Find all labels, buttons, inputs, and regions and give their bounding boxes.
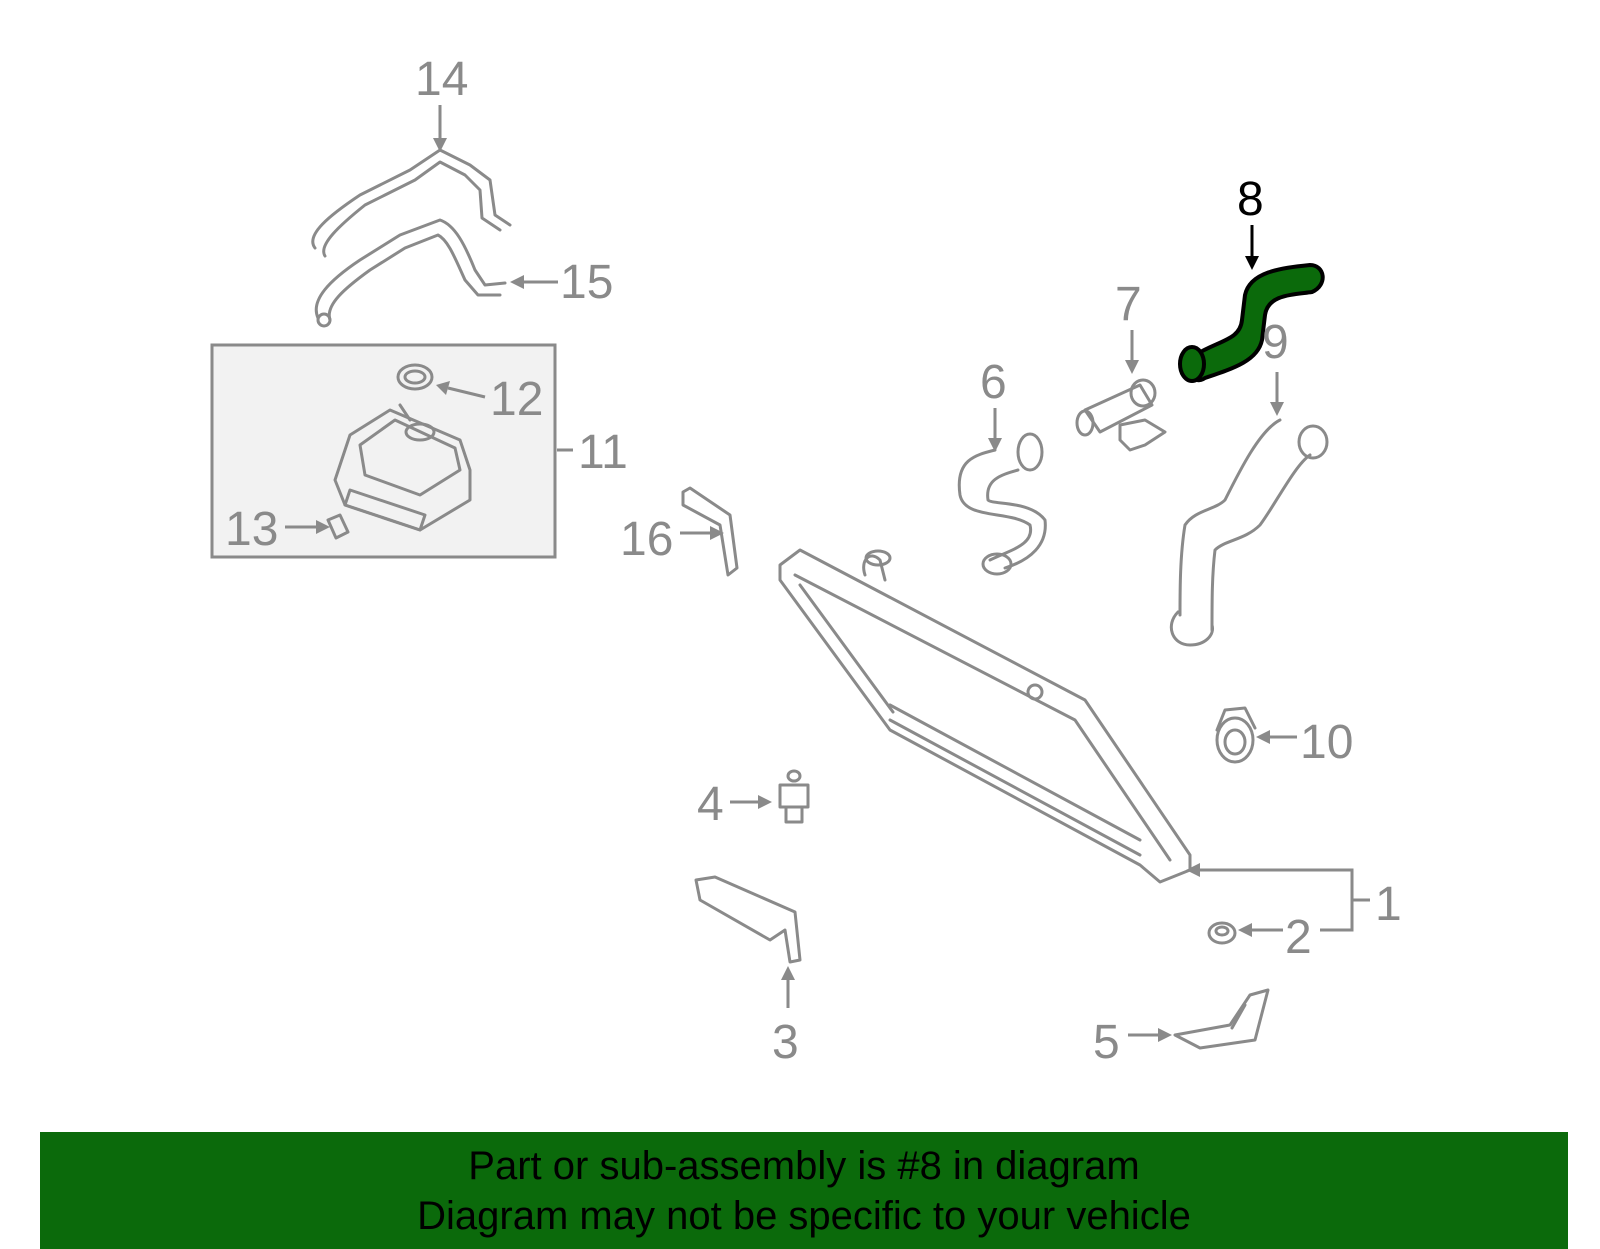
- arrowhead-5: [1158, 1028, 1172, 1042]
- part-5-bracket[interactable]: [1173, 988, 1270, 1050]
- part-7-outlet[interactable]: [1075, 378, 1167, 452]
- arrowhead-4: [758, 795, 772, 809]
- arrowhead-12: [436, 381, 450, 395]
- leader-1: [1198, 868, 1354, 932]
- part-10-clamp[interactable]: [1215, 706, 1257, 764]
- callout-14: 14: [415, 53, 468, 106]
- part-3-bracket[interactable]: [694, 875, 802, 964]
- callout-9: 9: [1262, 316, 1289, 369]
- part-8-radiator-hose-highlighted[interactable]: [1178, 263, 1325, 383]
- callout-13: 13: [225, 503, 278, 556]
- arrowhead-14: [433, 138, 447, 152]
- callout-15: 15: [560, 256, 613, 309]
- callout-5: 5: [1093, 1016, 1120, 1069]
- arrow-12: [447, 386, 486, 399]
- reservoir-inset-box: [210, 343, 557, 559]
- banner-line-1: Part or sub-assembly is #8 in diagram: [468, 1143, 1140, 1188]
- banner-line-2: Diagram may not be specific to your vehi…: [417, 1193, 1191, 1238]
- part-13-clip[interactable]: [326, 513, 350, 540]
- callout-2: 2: [1285, 911, 1312, 964]
- parts-diagram: 14 15 12 13 11 16: [210, 53, 1402, 1069]
- callout-11: 11: [578, 426, 628, 479]
- arrowhead-3: [781, 966, 795, 980]
- part-15-hose[interactable]: [314, 218, 507, 328]
- arrowhead-6: [988, 438, 1002, 452]
- part-16-bracket[interactable]: [681, 486, 739, 577]
- arrowhead-13: [316, 520, 330, 534]
- callout-3: 3: [772, 1016, 799, 1069]
- callout-7: 7: [1115, 278, 1142, 331]
- arrowhead-8: [1245, 256, 1259, 270]
- callout-12: 12: [490, 373, 543, 426]
- part-4-bolt[interactable]: [778, 769, 810, 824]
- callout-16: 16: [620, 513, 673, 566]
- callout-6: 6: [980, 356, 1007, 409]
- part-1-radiator[interactable]: [778, 548, 1192, 884]
- callout-4: 4: [697, 778, 724, 831]
- part-11-reservoir[interactable]: [333, 403, 472, 532]
- callout-8: 8: [1237, 173, 1264, 226]
- part-12-cap-seal[interactable]: [396, 363, 434, 391]
- arrowhead-9: [1270, 402, 1284, 416]
- arrowhead-16: [710, 526, 724, 540]
- arrowhead-7: [1125, 360, 1139, 374]
- part-14-hose[interactable]: [311, 148, 512, 258]
- arrowhead-10: [1256, 730, 1270, 744]
- part-2-grommet[interactable]: [1207, 921, 1237, 945]
- info-banner: Part or sub-assembly is #8 in diagram Di…: [40, 1132, 1568, 1249]
- part-9-hose[interactable]: [1169, 418, 1329, 647]
- callout-1: 1: [1375, 878, 1402, 931]
- arrowhead-2: [1238, 923, 1252, 937]
- arrowhead-1: [1186, 863, 1200, 877]
- arrowhead-15: [510, 275, 524, 289]
- callout-10: 10: [1300, 716, 1353, 769]
- part-6-hose[interactable]: [957, 432, 1047, 576]
